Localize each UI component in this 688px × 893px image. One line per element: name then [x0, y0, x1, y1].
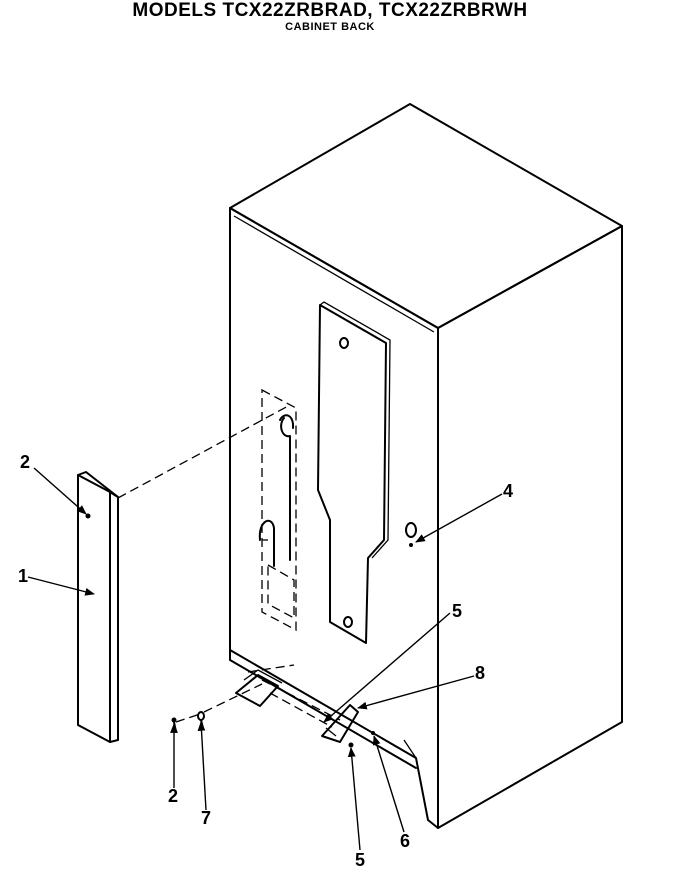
- cabinet-back-edge: [233, 215, 435, 333]
- leader-4: [415, 493, 503, 543]
- leader-5-lower: [347, 747, 361, 851]
- recess-outline: [261, 388, 297, 632]
- callout-5-lower: 5: [355, 850, 365, 870]
- screw-alignment-line: [203, 683, 263, 713]
- callout-1: 1: [18, 566, 28, 586]
- plate-hole-top: [339, 337, 349, 349]
- grommet: [405, 522, 417, 547]
- leader-1: [27, 576, 95, 596]
- screw-6-head: [371, 731, 375, 735]
- diagram-title: MODELS TCX22ZRBRAD, TCX22ZRBRWH: [132, 0, 528, 21]
- panel-alignment-line: [117, 404, 291, 499]
- screw-2-head: [171, 717, 177, 723]
- cabinet-bottom-edge: [229, 649, 417, 769]
- bracket-dash-2: [269, 692, 333, 728]
- callout-2-lower: 2: [168, 786, 178, 806]
- callout-6: 6: [400, 831, 410, 851]
- grommet-center: [409, 543, 413, 547]
- recess-pocket: [267, 563, 295, 620]
- callout-8: 8: [475, 663, 485, 683]
- right-bracket-lip: [325, 727, 337, 737]
- right-bracket: [321, 704, 359, 743]
- grommet-ring: [405, 522, 417, 538]
- callout-7: 7: [201, 808, 211, 828]
- bracket-dash-3: [247, 664, 295, 673]
- callout-2-upper: 2: [20, 452, 30, 472]
- tube-lower: [258, 519, 275, 567]
- screw-pair-line: [175, 713, 201, 723]
- screw-5-lower-head: [348, 742, 354, 748]
- callout-5-upper: 5: [452, 601, 462, 621]
- screw-7-head: [197, 711, 205, 721]
- cover-panel-screw-hole: [85, 513, 91, 519]
- tubing-recess: [258, 388, 297, 632]
- leader-8: [357, 675, 475, 710]
- back-plate-edge: [319, 301, 391, 559]
- diagram-subtitle: CABINET BACK: [285, 21, 375, 33]
- back-plate: [317, 301, 391, 644]
- leader-6: [372, 735, 405, 833]
- cabinet-top: [229, 103, 623, 329]
- cover-panel-side: [109, 491, 119, 743]
- cabinet-side-face: [437, 225, 623, 829]
- plate-hole-bottom: [343, 616, 353, 628]
- cabinet-foot: [403, 739, 429, 821]
- bottom-brackets: [235, 664, 359, 743]
- leader-5-upper: [323, 612, 451, 723]
- cover-panel-front: [77, 474, 111, 743]
- tube-upper: [280, 417, 291, 561]
- leader-lines: [27, 467, 503, 851]
- leader-2-upper: [33, 467, 87, 515]
- cover-panel: [77, 471, 119, 743]
- leader-7: [197, 721, 207, 811]
- cabinet: [229, 103, 623, 829]
- back-plate-outline: [317, 304, 387, 644]
- left-bracket: [235, 674, 279, 707]
- callout-4: 4: [503, 481, 513, 501]
- tube-loop: [279, 414, 295, 429]
- left-bracket-top: [243, 669, 283, 684]
